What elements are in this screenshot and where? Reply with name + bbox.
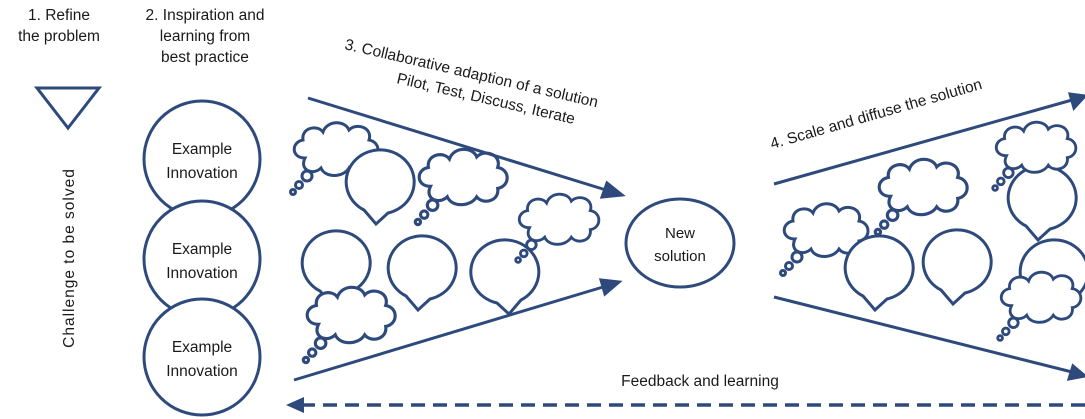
feedback-label: Feedback and learning	[621, 373, 779, 390]
scale-bubbles	[779, 120, 1085, 342]
thought-cloud-icon	[413, 147, 509, 227]
step2-line1: 2. Inspiration and	[145, 7, 265, 24]
challenge-triangle-icon	[33, 86, 103, 131]
converging-arrows	[293, 96, 626, 382]
speech-bubble-icon	[1006, 164, 1078, 242]
new-solution-line2: solution	[654, 248, 706, 265]
step2-line3: best practice	[161, 49, 249, 66]
step4-label: 4. Scale and diffuse the solution	[768, 76, 984, 153]
challenge-label: Challenge to be solved	[61, 168, 78, 348]
thought-cloud-icon	[873, 157, 969, 237]
step1-label: 1. Refine the problem	[0, 5, 118, 47]
speech-bubble-icon	[386, 234, 458, 312]
step1-line1: 1. Refine	[27, 7, 91, 24]
thought-cloud-icon	[996, 270, 1083, 342]
innovation-1-line1: Example	[172, 141, 232, 158]
thought-cloud-icon	[301, 285, 397, 365]
innovation-3-line1: Example	[172, 339, 232, 356]
step2-label: 2. Inspiration and learning from best pr…	[130, 5, 280, 68]
innovation-2-line1: Example	[172, 241, 232, 258]
step1-line2: the problem	[18, 28, 100, 45]
collaboration-bubbles	[289, 121, 601, 365]
step3-label: 3. Collaborative adaption of a solution …	[343, 36, 600, 128]
step2-line2: learning from	[159, 28, 251, 45]
feedback-arrow	[286, 397, 1085, 413]
speech-bubble-icon	[921, 228, 993, 306]
example-innovation-3: Example Innovation	[142, 297, 262, 417]
speech-bubble-icon	[843, 234, 915, 312]
speech-bubble-icon	[344, 148, 416, 226]
diverging-arrows	[773, 92, 1085, 381]
innovation-2-line2: Innovation	[166, 265, 238, 282]
new-solution: New solution	[624, 197, 736, 289]
thought-cloud-icon	[514, 192, 601, 264]
new-solution-line1: New	[665, 225, 695, 242]
innovation-3-line2: Innovation	[166, 363, 238, 380]
innovation-1-line2: Innovation	[166, 165, 238, 182]
speech-bubble-icon	[469, 238, 541, 316]
